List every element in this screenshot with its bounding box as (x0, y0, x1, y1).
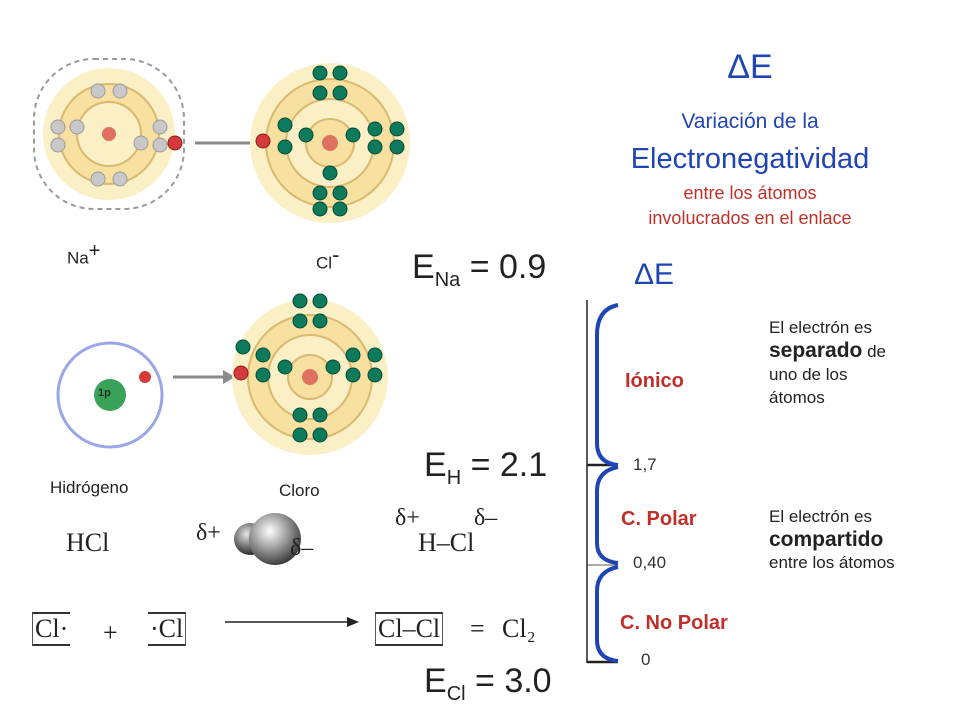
h-cl-bond-formula: H–Cl (418, 528, 475, 557)
e-na-equation: ENa = 0.9 (412, 248, 547, 291)
delta-minus-left: δ– (290, 535, 314, 561)
e-cl-equation: ECl = 3.0 (424, 662, 552, 705)
hcl-dipole-molecule (234, 513, 301, 565)
h-nucleus-label: 1p (98, 387, 111, 399)
delta-plus-right: δ+ (395, 505, 420, 531)
plus-sign: + (103, 618, 118, 647)
hcl-sharing-diagram (56, 293, 388, 455)
ionic-category: Iónico (625, 370, 684, 392)
cl-cl-bond-formula: Cl–Cl (375, 612, 444, 646)
nonpolar-category: C. No Polar (620, 612, 728, 634)
covalent-description: El electrón es compartido entre los átom… (769, 507, 895, 572)
cl-ion-label: Cl- (316, 242, 340, 273)
hydrogen-label: Hidrógeno (50, 478, 129, 497)
e-h-equation: EH = 2.1 (424, 446, 548, 489)
hcl-formula: HCl (66, 528, 110, 557)
cl-atom-right: ·Cl (148, 612, 187, 646)
header-line-1: Variación de la (681, 110, 819, 133)
header-line-4: involucrados en el enlace (648, 208, 852, 228)
tick-0: 0 (641, 650, 651, 669)
scale-axis-label: ΔE (634, 258, 675, 291)
cl2-formula: Cl₂ (502, 614, 536, 643)
reaction-arrow (225, 617, 359, 627)
tick-1-7: 1,7 (633, 455, 657, 474)
nacl-transfer-diagram (33, 58, 410, 223)
delta-plus-left: δ+ (196, 520, 221, 546)
equals-sign: = (470, 614, 485, 643)
ionic-description: El electrón es separado de uno de los át… (769, 318, 887, 407)
delta-e-title: ΔE (727, 48, 773, 86)
na-ion-label: Na+ (67, 240, 101, 268)
tick-0-40: 0,40 (633, 553, 667, 572)
polar-category: C. Polar (621, 508, 697, 530)
cl-atom-left: Cl· (32, 612, 71, 646)
header-line-3: entre los átomos (683, 183, 817, 203)
delta-minus-right: δ– (474, 505, 498, 531)
chlorine-label: Cloro (279, 481, 320, 496)
electronegativity-scale (586, 300, 619, 664)
header-line-2: Electronegatividad (630, 143, 870, 175)
